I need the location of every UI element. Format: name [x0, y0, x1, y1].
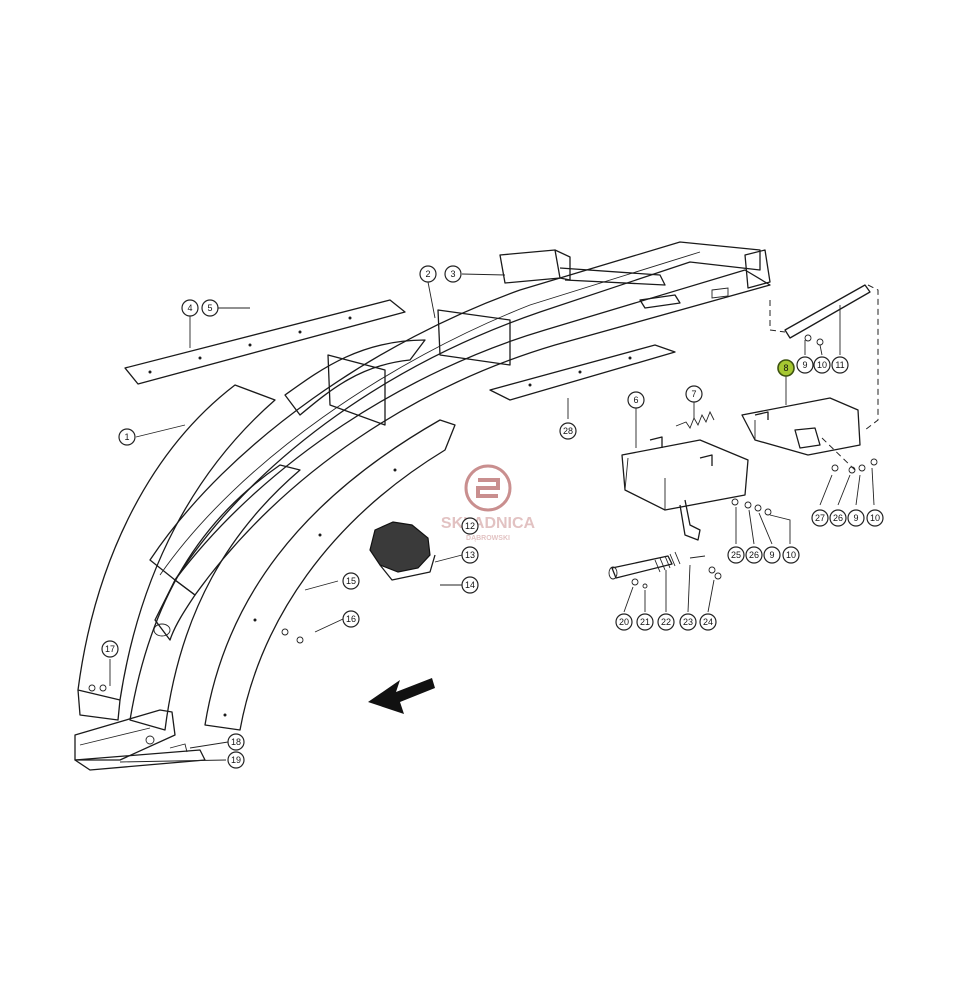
callout-17[interactable]: 17 [101, 640, 119, 658]
svg-text:23: 23 [683, 617, 693, 627]
callout-18[interactable]: 18 [227, 733, 245, 751]
reflector-12 [369, 521, 436, 581]
cover-8 [741, 397, 861, 471]
callout-9[interactable]: 9 [847, 509, 865, 527]
callout-10[interactable]: 10 [782, 546, 800, 564]
svg-text:9: 9 [769, 550, 774, 560]
watermark-brand: SKŁADNICA [441, 515, 536, 532]
callout-15[interactable]: 15 [342, 572, 360, 590]
callout-10[interactable]: 10 [813, 356, 831, 374]
spring-7 [675, 410, 715, 429]
callout-27[interactable]: 27 [811, 509, 829, 527]
svg-text:14: 14 [465, 580, 475, 590]
svg-text:3: 3 [450, 269, 455, 279]
svg-text:2: 2 [425, 269, 430, 279]
callout-23[interactable]: 23 [679, 613, 697, 631]
svg-text:21: 21 [640, 617, 650, 627]
callout-25[interactable]: 25 [727, 546, 745, 564]
svg-text:20: 20 [619, 617, 629, 627]
svg-text:10: 10 [870, 513, 880, 523]
callout-21[interactable]: 21 [636, 613, 654, 631]
callout-12[interactable]: 12 [461, 517, 479, 535]
svg-text:9: 9 [853, 513, 858, 523]
watermark-sub: DĄBROWSKI [466, 535, 510, 542]
callout-26[interactable]: 26 [829, 509, 847, 527]
svg-text:6: 6 [633, 395, 638, 405]
callout-10[interactable]: 10 [866, 509, 884, 527]
svg-text:10: 10 [786, 550, 796, 560]
callout-28[interactable]: 28 [559, 422, 577, 440]
callout-6[interactable]: 6 [627, 391, 645, 409]
callout-22[interactable]: 22 [657, 613, 675, 631]
svg-text:19: 19 [231, 755, 241, 765]
svg-text:4: 4 [187, 303, 192, 313]
svg-text:18: 18 [231, 737, 241, 747]
callout-11[interactable]: 11 [831, 356, 849, 374]
svg-text:11: 11 [835, 360, 844, 370]
svg-text:15: 15 [346, 576, 356, 586]
svg-text:8: 8 [783, 363, 788, 373]
svg-text:22: 22 [661, 617, 671, 627]
callout-20[interactable]: 20 [615, 613, 633, 631]
callout-8[interactable]: 8 [777, 359, 795, 377]
callout-26[interactable]: 26 [745, 546, 763, 564]
svg-text:17: 17 [105, 644, 115, 654]
callout-5[interactable]: 5 [201, 299, 219, 317]
plate-28 [489, 344, 676, 401]
direction-arrow [368, 678, 435, 714]
svg-text:26: 26 [833, 513, 843, 523]
svg-text:12: 12 [465, 521, 475, 531]
svg-text:7: 7 [691, 389, 696, 399]
callout-1[interactable]: 1 [118, 428, 136, 446]
svg-text:10: 10 [817, 360, 827, 370]
callout-7[interactable]: 7 [685, 385, 703, 403]
svg-text:26: 26 [749, 550, 759, 560]
rod-11 [769, 284, 879, 431]
leader-lines [109, 273, 875, 763]
shaft-22 [608, 551, 722, 589]
callout-4[interactable]: 4 [181, 299, 199, 317]
callout-3[interactable]: 3 [444, 265, 462, 283]
callout-9[interactable]: 9 [796, 356, 814, 374]
svg-text:16: 16 [346, 614, 356, 624]
svg-text:13: 13 [465, 550, 475, 560]
callout-24[interactable]: 24 [699, 613, 717, 631]
svg-text:24: 24 [703, 617, 713, 627]
callout-9[interactable]: 9 [763, 546, 781, 564]
svg-text:28: 28 [563, 426, 573, 436]
main-frame-rails [74, 241, 771, 771]
svg-text:9: 9 [802, 360, 807, 370]
callout-16[interactable]: 16 [342, 610, 360, 628]
callout-19[interactable]: 19 [227, 751, 245, 769]
svg-text:25: 25 [731, 550, 741, 560]
svg-text:1: 1 [124, 432, 129, 442]
svg-text:5: 5 [207, 303, 212, 313]
svg-text:27: 27 [815, 513, 825, 523]
callouts: 1 2 3 4 5 6 7 8 9 10 11 27 26 9 10 28 25… [101, 265, 884, 769]
callout-2[interactable]: 2 [419, 265, 437, 283]
skirt-15 [204, 419, 456, 731]
plate-4 [124, 299, 406, 385]
hardware-group [88, 334, 878, 753]
bracket-6 [621, 436, 749, 541]
callout-14[interactable]: 14 [461, 576, 479, 594]
callout-13[interactable]: 13 [461, 546, 479, 564]
watermark-logo: SKŁADNICA DĄBROWSKI [441, 464, 536, 542]
